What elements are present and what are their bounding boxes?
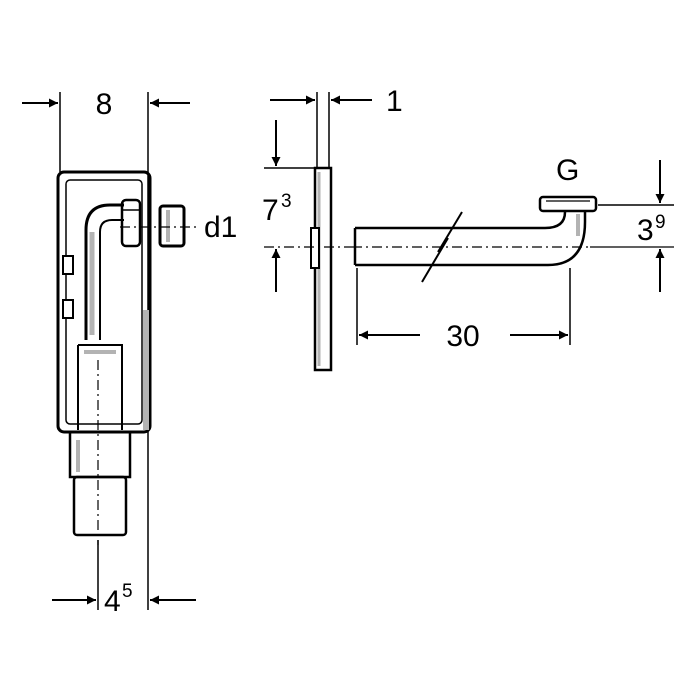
trap-housing-view bbox=[56, 92, 198, 610]
dimension-width-label: 8 bbox=[96, 88, 113, 121]
dimension-offset-sup: 9 bbox=[655, 212, 666, 233]
bent-pipe-view bbox=[352, 195, 674, 345]
dimension-offset-label: 3 bbox=[637, 214, 654, 247]
cover-plate-view bbox=[264, 92, 352, 372]
dimension-height-sup: 3 bbox=[281, 191, 292, 212]
dimension-depth-label: 4 bbox=[104, 585, 121, 618]
dimension-length-label: 30 bbox=[446, 320, 479, 353]
dimension-depth-sup: 5 bbox=[122, 581, 133, 602]
thread-label: G bbox=[556, 154, 579, 187]
dimension-plate-label: 1 bbox=[386, 85, 403, 118]
dimension-height-label: 7 bbox=[262, 194, 279, 227]
connector-diameter-label: d1 bbox=[204, 211, 237, 244]
